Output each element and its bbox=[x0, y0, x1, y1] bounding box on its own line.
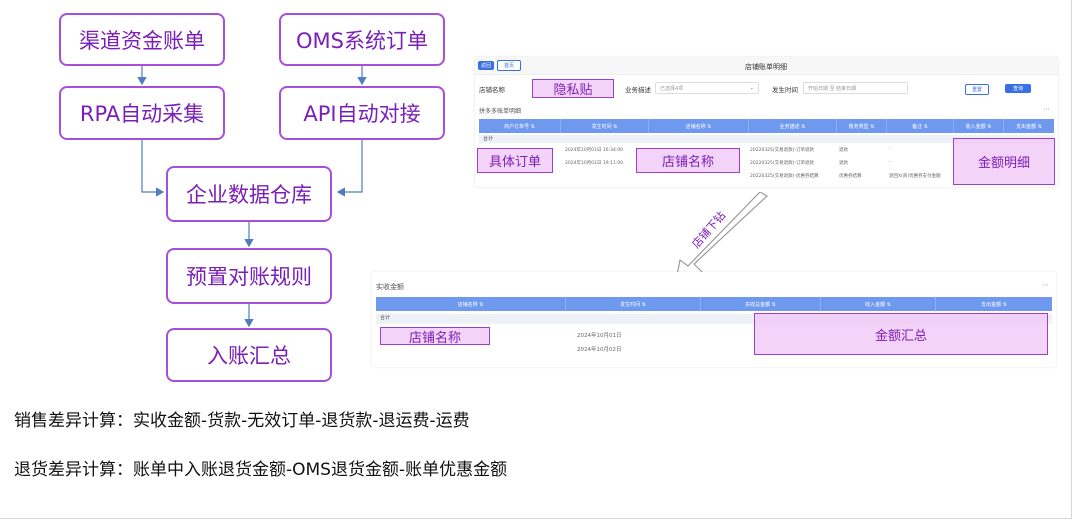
col-expense[interactable]: 支出金额 ⇅ bbox=[1016, 123, 1042, 130]
row1-type: 退款 bbox=[839, 148, 848, 153]
shop-bill-detail-screenshot: 返回 首页 店铺账单明细 店铺名称 业务描述 已选择4项 ⌄ 发生时间 开始日期 … bbox=[475, 57, 1058, 187]
time-range-input[interactable]: 开始日期 至 结束日期 bbox=[803, 82, 908, 94]
shop-name-label: 店铺名称 bbox=[479, 86, 505, 94]
col-type[interactable]: 账务类型 ⇅ bbox=[837, 119, 887, 133]
row3-biz: 20220325(交易退款)-优惠券结算 bbox=[750, 174, 819, 179]
oms-order-box: OMS系统订单 bbox=[279, 13, 445, 66]
panel2-section-title: 实收金额 bbox=[376, 283, 404, 291]
amount-detail-annotation: 金额明细 bbox=[953, 138, 1055, 185]
row2-biz: 20220325(交易退款)-订单退款 bbox=[750, 161, 815, 166]
panel1-topbar bbox=[475, 57, 1058, 75]
row2-type: 退款 bbox=[839, 161, 848, 166]
reconcile-rules-box: 预置对账规则 bbox=[166, 248, 332, 304]
col-time[interactable]: 发生时间 ⇅ bbox=[561, 119, 649, 133]
biz-desc-label: 业务描述 bbox=[625, 86, 651, 94]
back-tag[interactable]: 返回 bbox=[478, 61, 495, 70]
p2-row1-date: 2024年10月01日 bbox=[577, 333, 622, 339]
p2-row2-date: 2024年10月02日 bbox=[577, 347, 622, 353]
p2-col-income[interactable]: 收入金额 ⇅ bbox=[821, 297, 936, 311]
col-shop[interactable]: 店铺名称 ⇅ bbox=[649, 119, 749, 133]
api-connect-box: API自动对接 bbox=[279, 86, 445, 140]
panel2-sum-row: 合计 bbox=[376, 314, 1052, 324]
query-button[interactable]: 查询 bbox=[1005, 84, 1032, 93]
p2-col-time[interactable]: 发生时间 ⇅ bbox=[566, 297, 701, 311]
ledger-summary-box: 入账汇总 bbox=[166, 328, 332, 382]
col-remark[interactable]: 备注 ⇅ bbox=[887, 119, 954, 133]
biz-desc-value: 已选择4项 bbox=[660, 86, 684, 92]
time-range-placeholder: 开始日期 至 结束日期 bbox=[808, 86, 857, 92]
biz-desc-select[interactable]: 已选择4项 ⌄ bbox=[655, 82, 759, 94]
panel1-table-header: 商户订单号 ⇅ 发生时间 ⇅ 店铺名称 ⇅ 业务描述 ⇅ 账务类型 ⇅ 备注 ⇅… bbox=[479, 119, 1054, 133]
p2-shop-name-annotation: 店铺名称 bbox=[380, 327, 490, 346]
panel2-more-icon[interactable]: ⋯ bbox=[1042, 281, 1049, 289]
home-tab[interactable]: 首页 bbox=[497, 60, 522, 71]
more-icon[interactable]: ⋯ bbox=[1043, 105, 1050, 113]
panel1-section-title: 拼多多账单明细 bbox=[479, 108, 522, 115]
shop-name-annotation: 店铺名称 bbox=[636, 148, 740, 173]
panel1-title: 店铺账单明细 bbox=[745, 63, 787, 71]
row1-biz: 20220325(交易退款)-订单退款 bbox=[750, 148, 815, 153]
p2-col-expense[interactable]: 支出金额 ⇅ bbox=[981, 301, 1007, 308]
panel1-sum-row: 合计 bbox=[479, 135, 1054, 143]
sales-diff-note: 销售差异计算：实收金额-货款-无效订单-退货款-退运费-运费 bbox=[14, 411, 470, 431]
reset-button[interactable]: 重置 bbox=[965, 84, 990, 95]
chevron-down-icon: ⌄ bbox=[749, 85, 754, 91]
row3-type: 优惠券结算 bbox=[839, 174, 862, 179]
channel-bill-box: 渠道资金账单 bbox=[59, 13, 225, 66]
row2-remark: - bbox=[889, 160, 891, 165]
data-warehouse-box: 企业数据仓库 bbox=[166, 166, 332, 222]
privacy-sticker-annotation: 隐私贴 bbox=[532, 79, 614, 98]
panel2-table-header: 店铺名称 ⇅ 发生时间 ⇅ 实收总金额 ⇅ 收入金额 ⇅ 支出金额 ⇅ bbox=[376, 297, 1052, 311]
return-diff-note: 退货差异计算：账单中入账退货金额-OMS退货金额-账单优惠金额 bbox=[14, 460, 508, 480]
p2-col-shop[interactable]: 店铺名称 ⇅ bbox=[376, 297, 566, 311]
col-order-no[interactable]: 商户订单号 ⇅ bbox=[479, 119, 561, 133]
row3-remark: 退回X(商)优惠券支付金额 bbox=[889, 174, 941, 179]
col-income[interactable]: 收入金额 ⇅ bbox=[954, 119, 1004, 133]
amount-summary-annotation: 金额汇总 bbox=[754, 313, 1048, 355]
row1-time: 2024年10月01日 16:34:00 bbox=[565, 148, 624, 153]
col-biz[interactable]: 业务描述 ⇅ bbox=[749, 119, 837, 133]
p2-col-total[interactable]: 实收总金额 ⇅ bbox=[701, 297, 821, 311]
rpa-collect-box: RPA自动采集 bbox=[59, 86, 225, 140]
time-label: 发生时间 bbox=[772, 86, 798, 94]
row1-remark: - bbox=[889, 147, 891, 152]
order-annotation: 具体订单 bbox=[477, 148, 553, 173]
row2-time: 2024年10月01日 19:11:00 bbox=[565, 161, 624, 166]
